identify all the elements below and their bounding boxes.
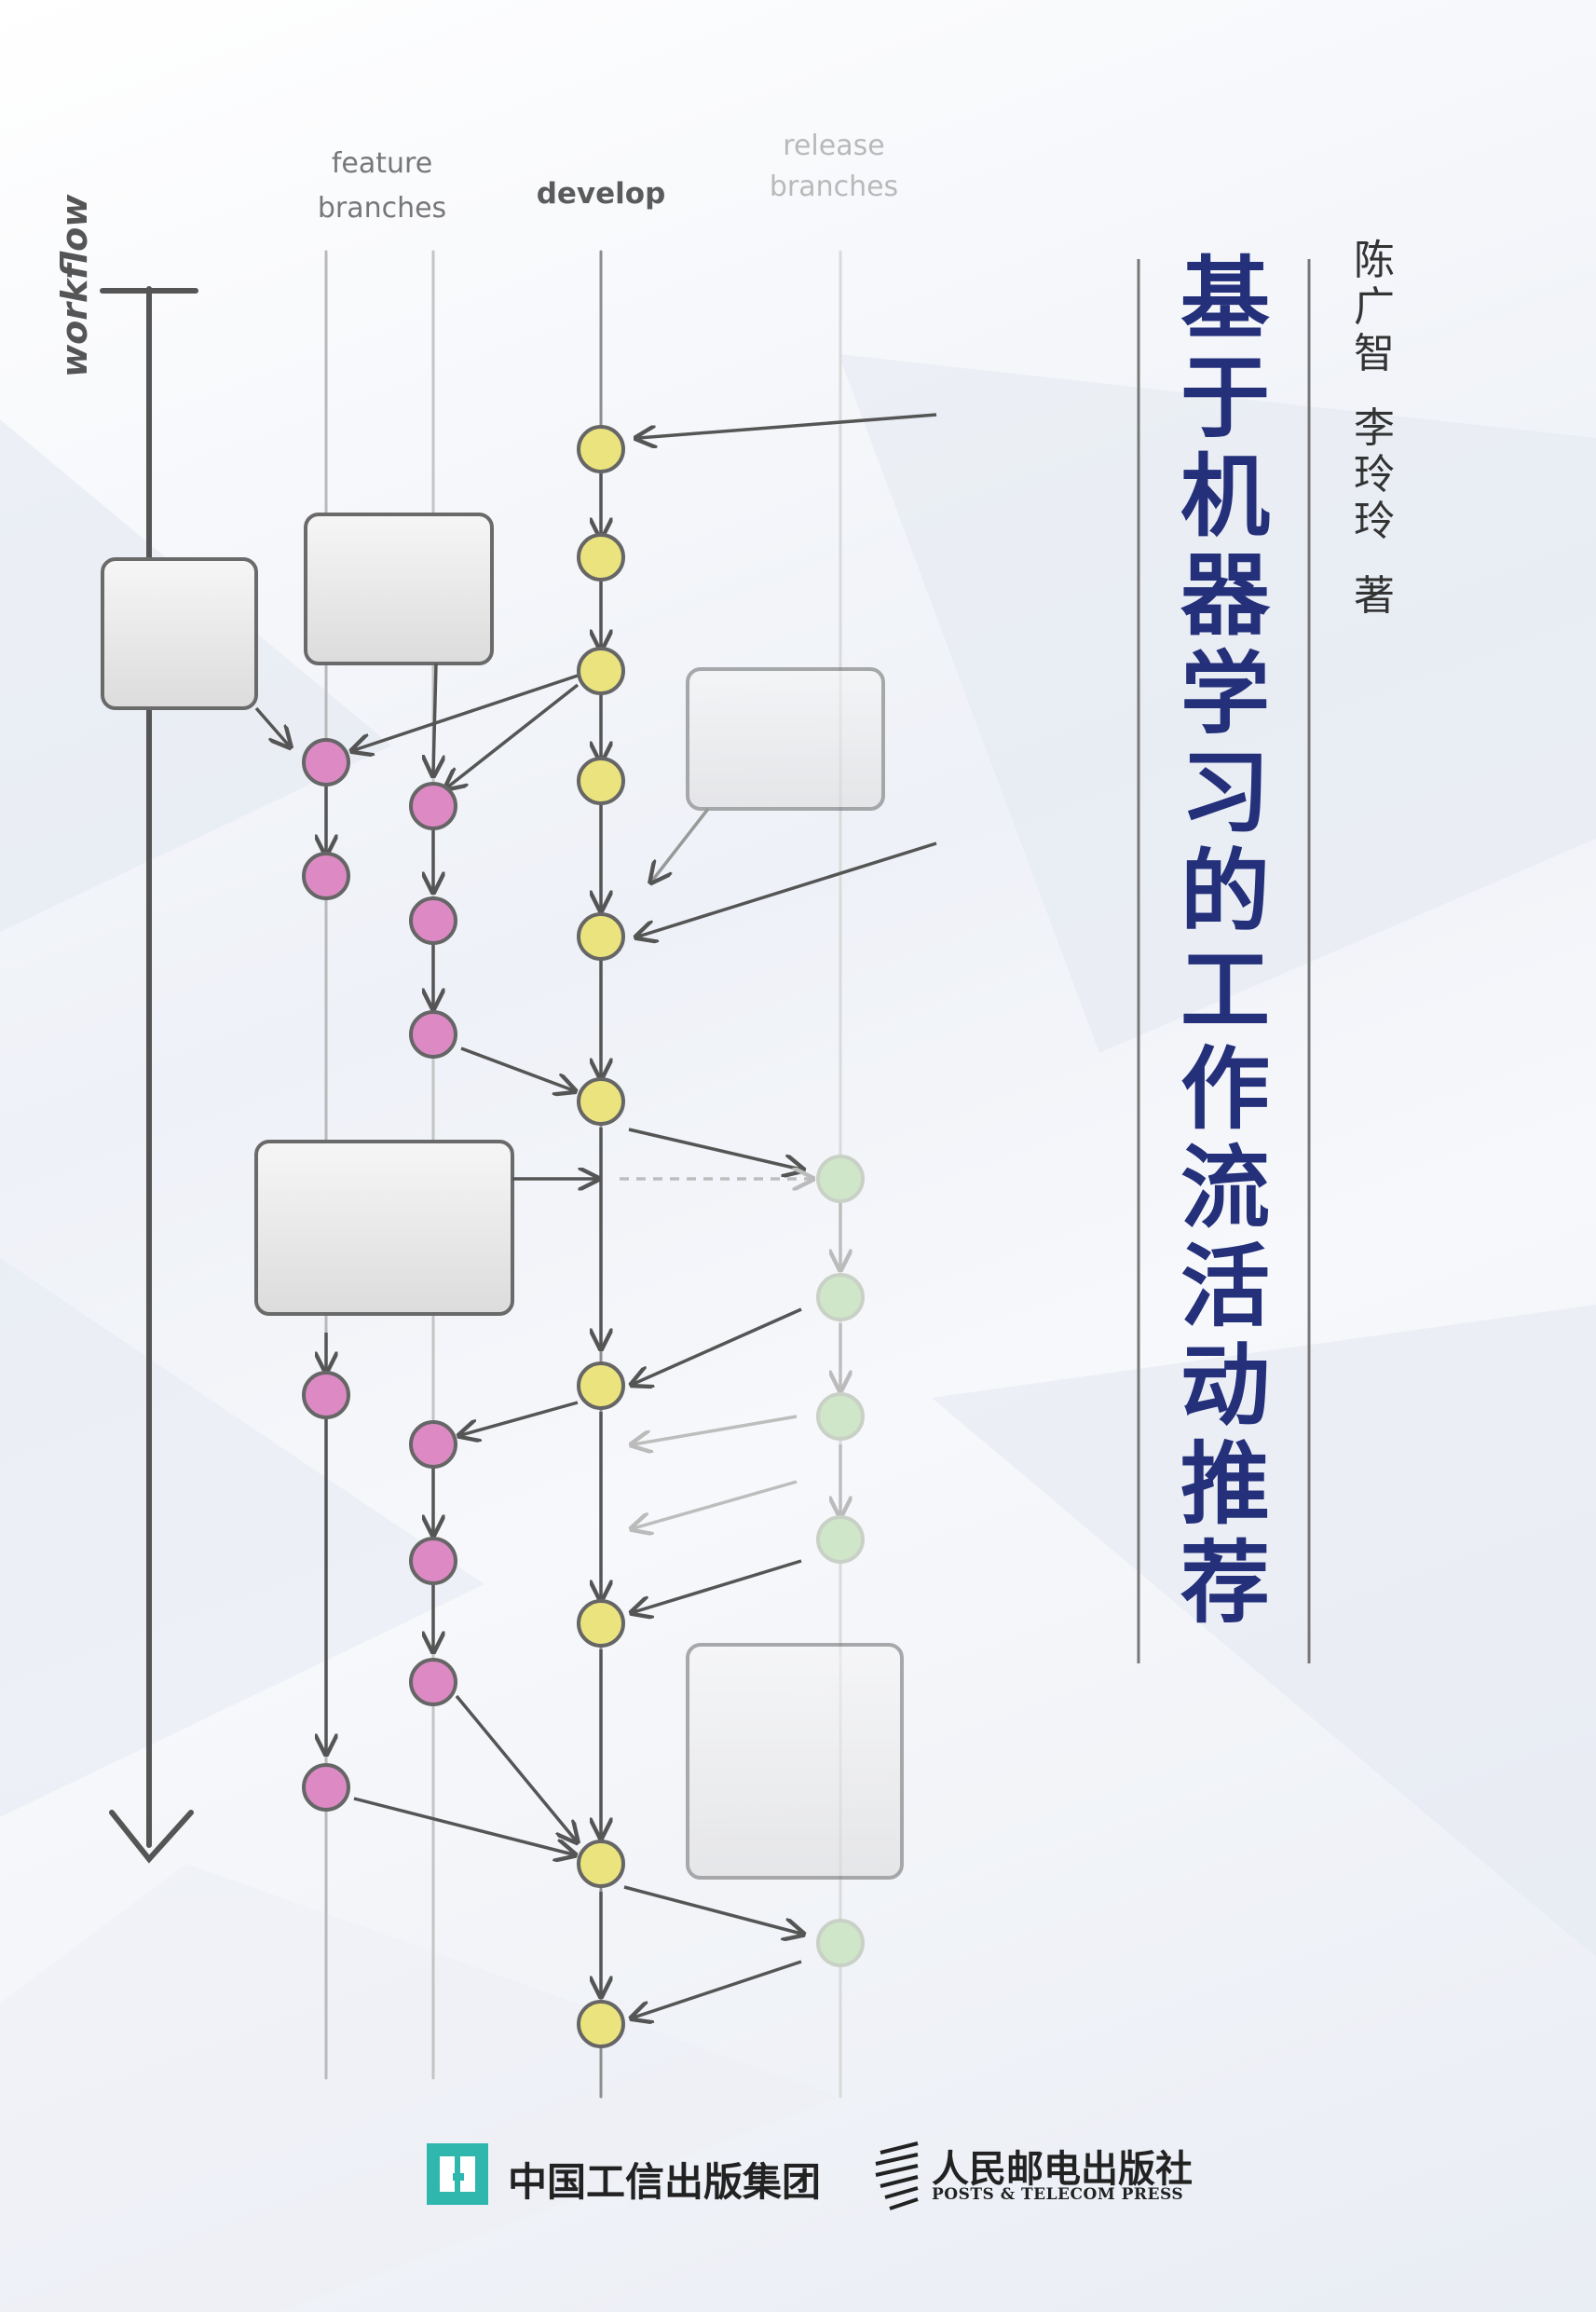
author-char: 玲: [1354, 498, 1395, 545]
title-char: 于: [1180, 346, 1270, 450]
author-char: 广: [1354, 283, 1395, 331]
workflow-label: workflow: [54, 194, 95, 377]
author-char: 玲: [1354, 451, 1395, 499]
title-char: 动: [1180, 1334, 1270, 1438]
release-commits: [816, 1155, 865, 1967]
title-char: 作: [1180, 1037, 1270, 1142]
title-char: 荐: [1180, 1531, 1270, 1635]
speech-bubbles: [101, 513, 904, 1880]
author-char: 智: [1354, 330, 1395, 377]
press-name: 人民邮电出版社: [932, 2147, 1193, 2191]
title-char: 流: [1180, 1136, 1270, 1240]
commit-arrows: [254, 413, 937, 2018]
miit-group-name: 中国工信出版集团: [508, 2159, 822, 2205]
author-char: 李: [1354, 404, 1395, 452]
ptp-logo: [875, 2141, 919, 2210]
title-char: 工: [1180, 938, 1270, 1043]
miit-group-logo: [427, 2143, 488, 2205]
press-name-en: POSTS & TELECOM PRESS: [932, 2185, 1184, 2204]
title-char: 机: [1180, 445, 1270, 549]
background-facets: [0, 354, 1596, 2312]
book-title: 基于机器学习的工作流活动推荐: [1174, 250, 1276, 1633]
release-branches-label: release branches: [769, 130, 899, 203]
title-char: 活: [1180, 1235, 1270, 1339]
author-char: 陈: [1354, 237, 1395, 284]
feature-branches-label: feature branches: [317, 147, 447, 225]
release-arrows: [620, 1179, 840, 1528]
title-char: 器: [1180, 543, 1270, 648]
title-char: 学: [1180, 642, 1270, 746]
title-char: 的: [1180, 840, 1270, 944]
author-char: 著: [1354, 572, 1395, 620]
title-char: 习: [1180, 741, 1270, 845]
author-gap: [1346, 545, 1402, 573]
feature-commits: [302, 738, 457, 1812]
title-char: 推: [1180, 1432, 1270, 1537]
author-gap: [1346, 377, 1402, 405]
book-authors: 陈广智李玲玲著: [1346, 238, 1402, 620]
develop-label: develop: [536, 177, 666, 211]
title-char: 基: [1180, 247, 1270, 351]
develop-commits: [577, 425, 625, 2048]
